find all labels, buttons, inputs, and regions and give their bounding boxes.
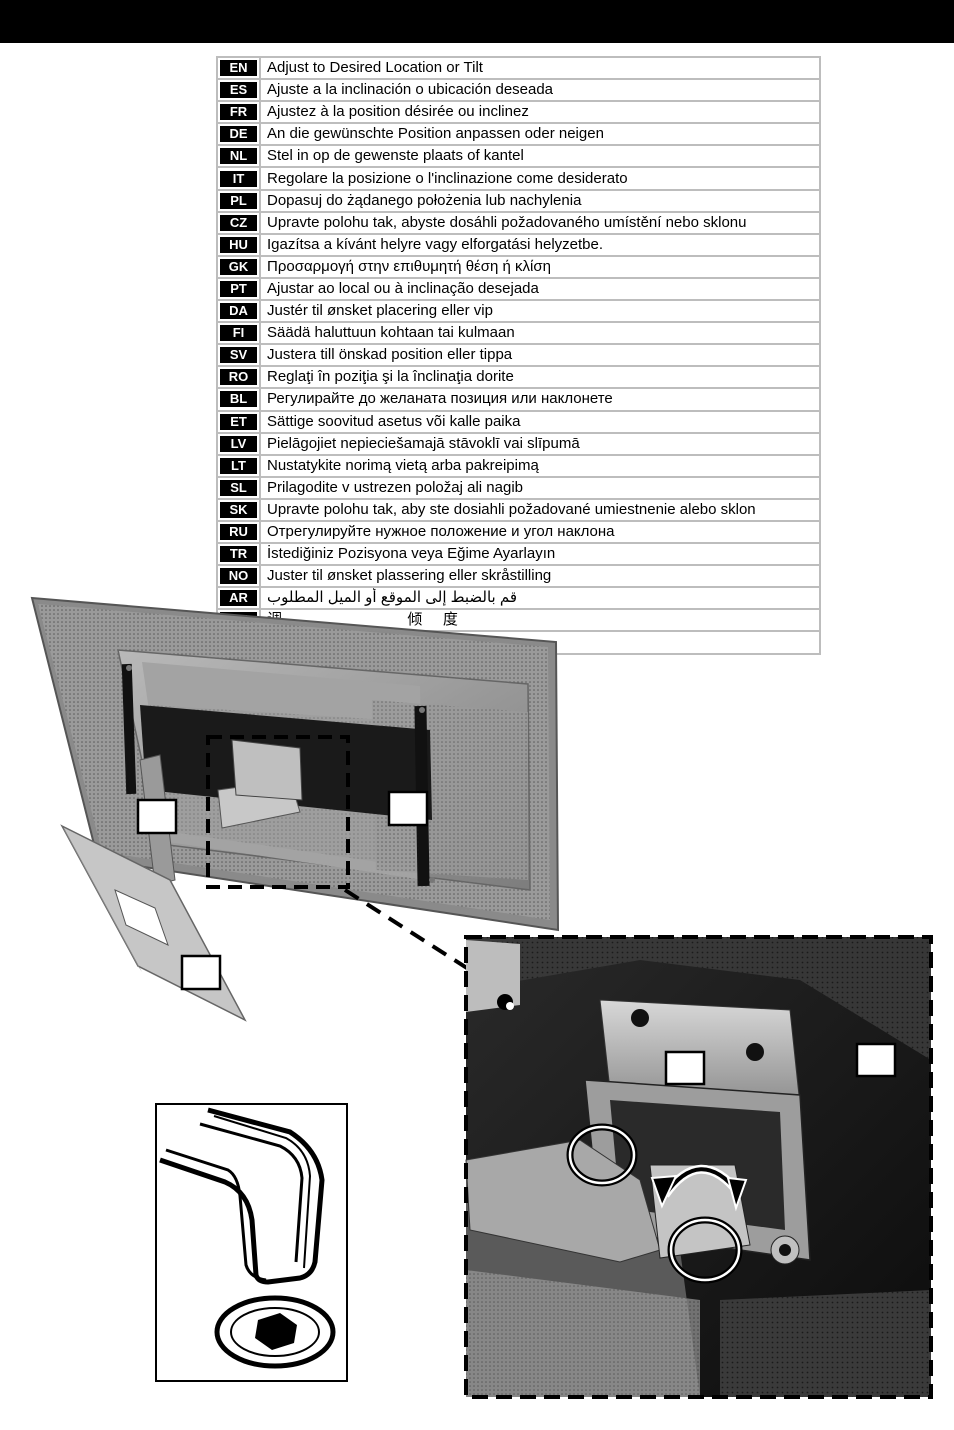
step-label-box — [180, 954, 222, 991]
language-code: TR — [220, 546, 257, 563]
language-code: NL — [220, 148, 257, 165]
language-code: EN — [220, 60, 257, 77]
instruction-text: An die gewünschte Position anpassen oder… — [260, 123, 820, 147]
language-code: CZ — [220, 214, 257, 231]
language-code: SV — [220, 347, 257, 364]
language-code: RO — [220, 369, 257, 386]
instruction-text: Upravte polohu tak, abyste dosáhli požad… — [260, 211, 820, 235]
instruction-text: Prilagodite v ustrezen položaj ali nagib — [260, 476, 820, 500]
instruction-text: Igazítsa a kívánt helyre vagy elforgatás… — [260, 233, 820, 257]
instruction-text: İstediğiniz Pozisyona veya Eğime Ayarlay… — [260, 543, 820, 567]
allen-wrench-icon — [155, 1103, 348, 1382]
language-code: PL — [220, 192, 257, 209]
language-code: RU — [220, 524, 257, 541]
instruction-text: Nustatykite norimą vietą arba pakreipimą — [260, 454, 820, 478]
instruction-text: Pielāgojiet nepieciešamajā stāvoklī vai … — [260, 432, 820, 456]
hex-socket-icon — [214, 1295, 336, 1369]
zoom-frame — [464, 935, 933, 1399]
language-code: NO — [220, 568, 257, 585]
language-code: LV — [220, 435, 257, 452]
language-code: HU — [220, 236, 257, 253]
language-code: ET — [220, 413, 257, 430]
rotate-arrow-icon — [650, 1164, 748, 1212]
language-code: IT — [220, 170, 257, 187]
language-code: AR — [220, 590, 257, 607]
highlight-box — [206, 735, 350, 889]
instruction-text: Upravte polohu tak, aby ste dosiahli pož… — [260, 498, 820, 522]
screw-highlight-icon — [566, 1123, 743, 1284]
language-code: DE — [220, 126, 257, 143]
instruction-text: Dopasuj do żądanego położenia lub nachyl… — [260, 189, 820, 213]
instruction-text: Justera till önskad position eller tippa — [260, 344, 820, 368]
monitor-illustration — [30, 596, 560, 932]
instruction-text: Reglaţi în poziţia şi la înclinaţia dori… — [260, 366, 820, 390]
instruction-text: Ajustar ao local ou à inclinação desejad… — [260, 277, 820, 302]
step-label-box — [136, 798, 178, 835]
instruction-text: Säädä haluttuun kohtaan tai kulmaan — [260, 322, 820, 346]
language-code: FI — [220, 325, 257, 342]
instruction-text: Ajuste a la inclinación o ubicación dese… — [260, 79, 820, 103]
instruction-text: Regolare la posizione o l'inclinazione c… — [260, 167, 820, 191]
language-code: GK — [220, 258, 257, 275]
instruction-text: Ajustez à la position désirée ou incline… — [260, 101, 820, 125]
instruction-text: قم بالضبط إلى الموقع أو الميل المطلوب — [260, 587, 820, 611]
step-label-box — [664, 1050, 706, 1086]
step-label-box — [387, 790, 429, 827]
step-label-box — [855, 1042, 897, 1078]
language-code: FR — [220, 104, 257, 121]
instruction-text: Justér til ønsket placering eller vip — [260, 300, 820, 324]
instruction-text: Sättige soovitud asetus või kalle paika — [260, 410, 820, 434]
instruction-text: Juster til ønsket plassering eller skrås… — [260, 565, 820, 589]
instruction-text: Προσαρμογή στην επιθυμητή θέση ή κλίση — [260, 255, 820, 279]
language-code: DA — [220, 303, 257, 320]
language-code: BL — [220, 391, 257, 408]
instruction-text: Отрегулируйте нужное положение и угол на… — [260, 520, 820, 545]
instruction-text: Регулирайте до желаната позиция или накл… — [260, 388, 820, 412]
language-code: SL — [220, 479, 257, 496]
language-code: LT — [220, 457, 257, 474]
language-code: PT — [220, 280, 257, 297]
header-bar — [0, 0, 954, 43]
instruction-text: Stel in op de gewenste plaats of kantel — [260, 145, 820, 169]
language-code: SK — [220, 501, 257, 518]
instruction-text: Adjust to Desired Location or Tilt — [260, 57, 820, 81]
language-code: ES — [220, 82, 257, 99]
